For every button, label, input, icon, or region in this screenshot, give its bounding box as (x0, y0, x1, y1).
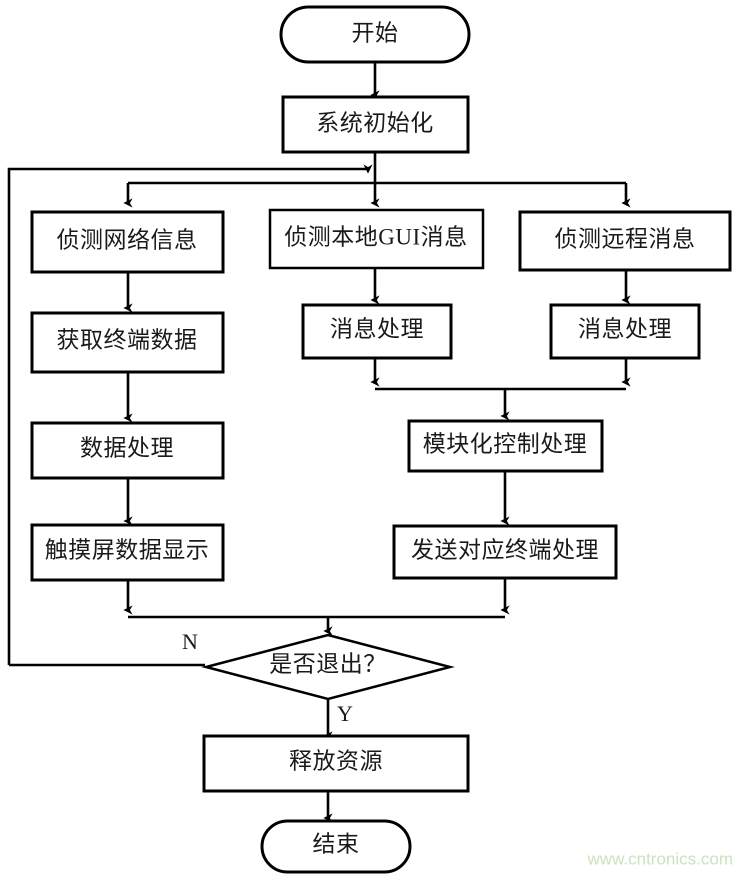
node-start-label: 开始 (352, 20, 399, 45)
node-detect-remote-message-label: 侦测远程消息 (555, 226, 696, 251)
node-release-resources[interactable]: 释放资源 (202, 734, 470, 793)
node-touchscreen-display-label: 触摸屏数据显示 (45, 537, 210, 562)
watermark: www.cntronics.com (587, 849, 733, 868)
node-detect-network-info-label: 侦测网络信息 (57, 227, 198, 252)
node-system-init[interactable]: 系统初始化 (281, 95, 470, 154)
edge-loopback-rail (7, 164, 373, 665)
node-get-terminal-data[interactable]: 获取终端数据 (30, 311, 225, 374)
edge-bottom-merge-bar (128, 615, 505, 636)
node-detect-local-gui-message-label: 侦测本地GUI消息 (284, 224, 467, 249)
edge-merge-bar-messages (375, 387, 626, 421)
node-message-processing-remote-label: 消息处理 (578, 316, 672, 341)
node-decision-exit-label: 是否退出？ (269, 651, 387, 676)
node-detect-remote-message[interactable]: 侦测远程消息 (518, 210, 732, 272)
node-send-to-terminal[interactable]: 发送对应终端处理 (392, 524, 618, 580)
node-detect-network-info[interactable]: 侦测网络信息 (30, 210, 225, 274)
node-detect-local-gui-message[interactable]: 侦测本地GUI消息 (268, 208, 485, 270)
node-modular-control-processing-label: 模块化控制处理 (423, 431, 588, 456)
node-decision-exit[interactable]: 是否退出？ (201, 633, 455, 701)
node-data-processing[interactable]: 数据处理 (30, 421, 225, 480)
node-end-label: 结束 (313, 831, 360, 856)
node-system-init-label: 系统初始化 (316, 110, 434, 135)
edge-branch-distribution-bar (123, 181, 631, 208)
node-release-resources-label: 释放资源 (289, 748, 383, 773)
node-message-processing-gui-label: 消息处理 (330, 316, 424, 341)
edge-label-yes: Y (337, 701, 353, 726)
node-modular-control-processing[interactable]: 模块化控制处理 (407, 419, 604, 473)
node-send-to-terminal-label: 发送对应终端处理 (411, 537, 599, 562)
node-touchscreen-display[interactable]: 触摸屏数据显示 (30, 523, 225, 582)
edge-label-no: N (182, 629, 198, 654)
node-message-processing-gui[interactable]: 消息处理 (301, 303, 453, 360)
node-start[interactable]: 开始 (279, 5, 471, 64)
node-message-processing-remote[interactable]: 消息处理 (549, 303, 701, 360)
node-end[interactable]: 结束 (260, 819, 412, 874)
node-get-terminal-data-label: 获取终端数据 (57, 327, 198, 352)
node-data-processing-label: 数据处理 (80, 435, 174, 460)
